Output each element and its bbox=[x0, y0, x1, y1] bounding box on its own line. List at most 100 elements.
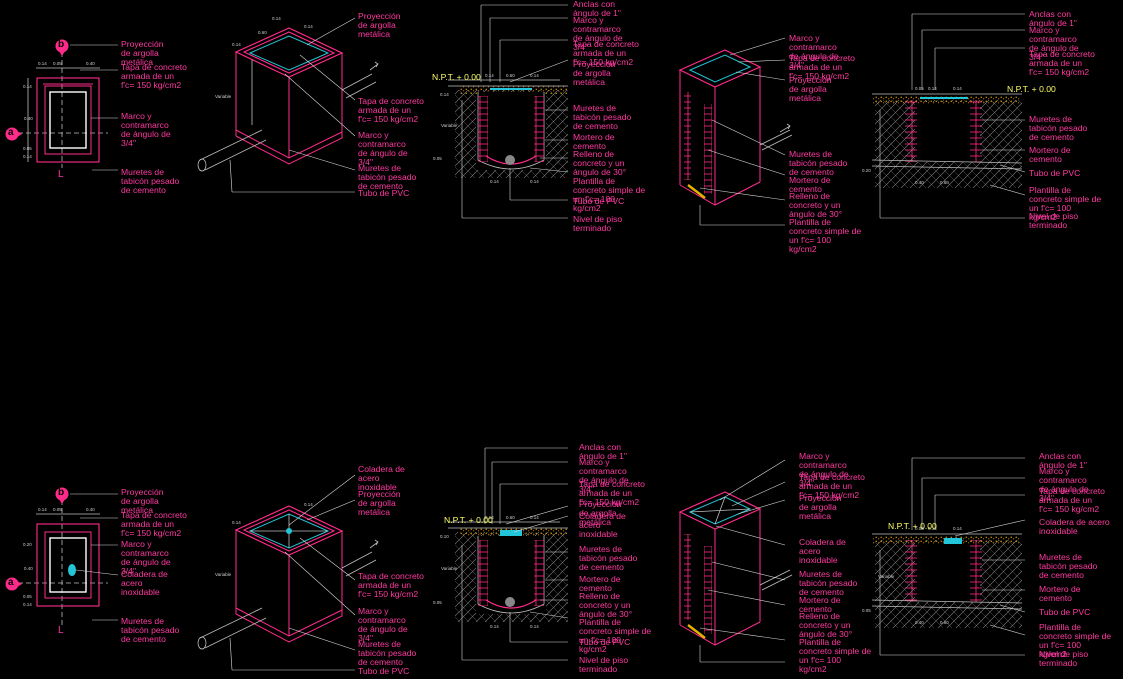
svg-text:Variable: Variable bbox=[878, 574, 895, 579]
svg-text:0.10: 0.10 bbox=[440, 534, 449, 539]
sec-a-top-npt: N.P.T. + 0.00 bbox=[432, 72, 481, 82]
svg-text:0.05: 0.05 bbox=[433, 600, 442, 605]
svg-text:0.40: 0.40 bbox=[86, 61, 95, 66]
cut-bottom-marco: Marco y contramarco de ángulo de 3/4" bbox=[799, 451, 849, 488]
plan-bottom-coladera: Coladera de acero inoxidable bbox=[121, 569, 168, 597]
sec-a-top-plantilla: Plantilla de concreto simple de un f'c= … bbox=[573, 176, 646, 213]
sec-a-bottom-proyeccion: Proyección de argolla metálica bbox=[579, 499, 622, 527]
iso-bottom-coladera: Coladera de acero inoxidable bbox=[358, 464, 405, 492]
cut-top-muretes: Muretes de tabicón pesado de cemento bbox=[789, 149, 848, 177]
sec-b-bottom-npt: N.P.T. + 0.00 bbox=[888, 521, 937, 531]
sec-a-bottom-npt: N.P.T. + 0.00 bbox=[444, 515, 493, 525]
svg-text:0.14: 0.14 bbox=[232, 42, 241, 47]
plan-top-marco: Marco y contramarco de ángulo de 3/4" bbox=[121, 111, 171, 148]
cut-bottom-mortero: Mortero de cemento bbox=[799, 595, 841, 614]
svg-text:0.60: 0.60 bbox=[506, 73, 515, 78]
sec-a-bottom-relleno: Relleno de concreto y un ángulo de 30° bbox=[579, 591, 633, 619]
svg-text:0.14: 0.14 bbox=[953, 526, 962, 531]
svg-text:Variable: Variable bbox=[441, 566, 458, 571]
plan-bottom-muretes: Muretes de tabicón pesado de cemento bbox=[121, 616, 180, 644]
plan-bottom-marco: Marco y contramarco de ángulo de 3/4" bbox=[121, 539, 171, 576]
cut-bottom-tapa: Tapa de concreto armada de un f'c= 150 k… bbox=[799, 472, 865, 500]
iso-bottom-tubo: Tubo de PVC bbox=[358, 666, 410, 676]
sec-a-bottom-marco: Marco y contramarco de ángulo de 3/4" bbox=[579, 457, 629, 494]
svg-text:0.14: 0.14 bbox=[953, 86, 962, 91]
iso-top-proyeccion: Proyección de argolla metálica bbox=[358, 11, 401, 39]
svg-text:Variable: Variable bbox=[215, 94, 232, 99]
svg-text:0.20: 0.20 bbox=[862, 168, 871, 173]
sec-b-top-npt: N.P.T. + 0.00 bbox=[1007, 84, 1056, 94]
cut-bottom-muretes: Muretes de tabicón pesado de cemento bbox=[799, 569, 858, 597]
svg-text:0.40: 0.40 bbox=[24, 116, 33, 121]
cut-top-relleno: Relleno de concreto y un ángulo de 30° bbox=[789, 191, 843, 219]
iso-top-muretes: Muretes de tabicón pesado de cemento bbox=[358, 163, 417, 191]
plan-bottom-tapa: Tapa de concreto armada de un f'c= 150 k… bbox=[121, 510, 187, 538]
plan-top-muretes: Muretes de tabicón pesado de cemento bbox=[121, 167, 180, 195]
sec-a-top-nivel: Nivel de piso terminado bbox=[573, 214, 623, 233]
svg-text:0.05: 0.05 bbox=[23, 146, 32, 151]
svg-text:0.05: 0.05 bbox=[433, 156, 442, 161]
cut-bottom-coladera: Coladera de acero inoxidable bbox=[799, 537, 846, 565]
svg-text:0.14: 0.14 bbox=[490, 624, 499, 629]
sec-a-bottom-nivel: Nivel de piso terminado bbox=[579, 655, 629, 674]
sec-b-top-tapa: Tapa de concreto armada de un f'c= 150 k… bbox=[1029, 49, 1095, 77]
svg-text:0.14: 0.14 bbox=[23, 602, 32, 607]
isometric-box-top: Variable 0.140.60 0.140.14 bbox=[197, 16, 379, 193]
sec-a-top-tubo: Tubo de PVC bbox=[573, 196, 625, 206]
sec-b-top-tubo: Tubo de PVC bbox=[1029, 168, 1081, 178]
cut-top-plantilla: Plantilla de concreto simple de un f'c= … bbox=[789, 217, 862, 254]
svg-text:0.40: 0.40 bbox=[86, 507, 95, 512]
sec-a-top-mortero: Mortero de cemento bbox=[573, 132, 615, 151]
isometric-box-bottom: Variable 0.140.14 bbox=[197, 474, 379, 671]
sec-a-bottom-coladera: Coladera de acero inoxidable bbox=[579, 511, 626, 539]
svg-text:0.14: 0.14 bbox=[530, 179, 539, 184]
plan-bottom-sym-a: a bbox=[8, 577, 14, 588]
plan-bottom-cut-mark: L bbox=[58, 625, 64, 636]
svg-text:0.60: 0.60 bbox=[940, 180, 949, 185]
svg-text:0.05: 0.05 bbox=[53, 507, 62, 512]
svg-text:0.14: 0.14 bbox=[23, 84, 32, 89]
cutaway-iso-top bbox=[678, 37, 793, 226]
sec-b-bottom-plantilla: Plantilla de concreto simple de un f'c= … bbox=[1039, 622, 1112, 659]
svg-text:0.14: 0.14 bbox=[23, 154, 32, 159]
svg-text:0.14: 0.14 bbox=[530, 624, 539, 629]
sec-b-bottom-coladera: Coladera de acero inoxidable bbox=[1039, 517, 1110, 536]
svg-text:0.14: 0.14 bbox=[928, 526, 937, 531]
svg-text:Variable: Variable bbox=[215, 572, 232, 577]
svg-text:0.14: 0.14 bbox=[530, 73, 539, 78]
cutaway-iso-bottom bbox=[678, 459, 793, 663]
sec-b-top-marco: Marco y contramarco de ángulo de 3/4" bbox=[1029, 25, 1079, 62]
cut-top-tapa: Tapa de concreto armada de un f'c= 150 k… bbox=[789, 53, 855, 81]
iso-bottom-tapa: Tapa de concreto armada de un f'c= 150 k… bbox=[358, 571, 424, 599]
svg-text:0.05: 0.05 bbox=[862, 608, 871, 613]
iso-bottom-marco: Marco y contramarco de ángulo de 3/4" bbox=[358, 606, 408, 643]
svg-text:0.40: 0.40 bbox=[915, 620, 924, 625]
iso-top-tubo: Tubo de PVC bbox=[358, 188, 410, 198]
plan-top-sym-a: a bbox=[8, 127, 14, 138]
plan-bottom-proyeccion: Proyección de argolla metálica bbox=[121, 487, 164, 515]
svg-text:0.40: 0.40 bbox=[24, 566, 33, 571]
svg-text:0.14: 0.14 bbox=[304, 502, 313, 507]
sec-a-bottom-muretes: Muretes de tabicón pesado de cemento bbox=[579, 544, 638, 572]
plan-top-tapa: Tapa de concreto armada de un f'c= 150 k… bbox=[121, 62, 187, 90]
sec-b-top-muretes: Muretes de tabicón pesado de cemento bbox=[1029, 114, 1088, 142]
cut-top-mortero: Mortero de cemento bbox=[789, 175, 831, 194]
svg-text:0.14: 0.14 bbox=[490, 179, 499, 184]
sec-a-bottom-tubo: Tubo de PVC bbox=[579, 637, 631, 647]
iso-bottom-proyeccion: Proyección de argolla metálica bbox=[358, 489, 401, 517]
svg-text:0.05: 0.05 bbox=[915, 86, 924, 91]
plan-top-sym-b: b bbox=[58, 39, 65, 50]
sec-b-bottom-tubo: Tubo de PVC bbox=[1039, 607, 1091, 617]
sec-a-bottom-mortero: Mortero de cemento bbox=[579, 574, 621, 593]
svg-text:0.60: 0.60 bbox=[258, 30, 267, 35]
sec-a-top-anclas: Anclas con ángulo de 1" bbox=[573, 0, 621, 18]
sec-a-top-muretes: Muretes de tabicón pesado de cemento bbox=[573, 103, 632, 131]
sec-b-bottom-marco: Marco y contramarco de ángulo de 3/4" bbox=[1039, 466, 1089, 503]
cut-top-marco: Marco y contramarco de ángulo de 3/4" bbox=[789, 33, 839, 70]
